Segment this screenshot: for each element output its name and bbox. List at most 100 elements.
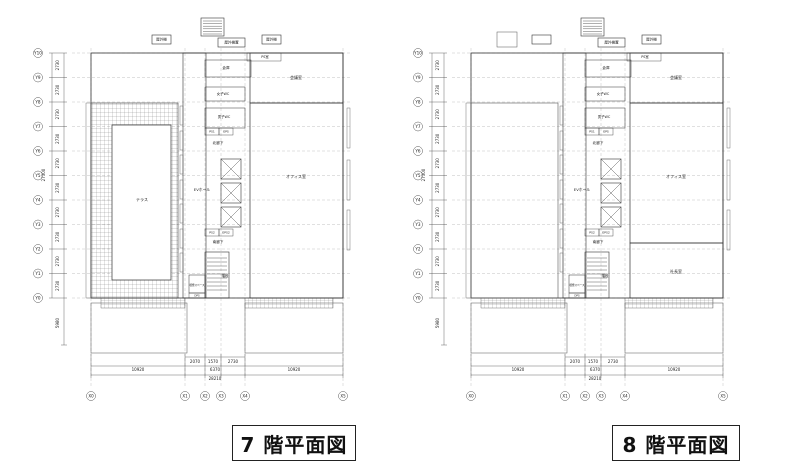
elevator-cross	[220, 182, 242, 204]
col-bubble-X4	[240, 391, 250, 401]
west-wall-strip	[465, 102, 472, 299]
elevator-2	[600, 182, 622, 204]
core-window-4	[559, 203, 564, 224]
core-window-6	[179, 252, 184, 273]
core-window-5	[179, 228, 184, 249]
row-dim-9: 2730	[55, 280, 60, 291]
col-bubble-X2	[580, 391, 590, 401]
ps1-label: PS1	[209, 130, 215, 134]
row-label-Y7: Y7	[414, 124, 421, 129]
warehouse-label: 倉庫	[602, 65, 610, 70]
row-bubble-Y0	[413, 293, 423, 303]
row-label-Y0: Y0	[34, 295, 41, 300]
president-room-label: 社長室	[670, 268, 682, 274]
floor-7-title: 7 階平面図	[232, 425, 356, 461]
col-bubble-X2	[200, 391, 210, 401]
elevator-cross	[220, 206, 242, 228]
women-wc	[204, 86, 246, 102]
floor-plan-floor7: Y10Y9Y8Y7Y6Y5Y4Y3Y2Y1Y027302730273027302…	[33, 17, 351, 401]
row-label-Y1: Y1	[414, 271, 421, 276]
row-dim-3: 2730	[55, 133, 60, 144]
core-window-2	[559, 154, 564, 175]
dps-label: DPS	[194, 294, 200, 298]
row-dim-5: 2730	[435, 182, 440, 193]
south-corridor-label: 南廊下	[213, 239, 224, 244]
floor-plan-floor8: Y10Y9Y8Y7Y6Y5Y4Y3Y2Y1Y027302730273027302…	[413, 17, 731, 401]
ps1-label: PS1	[589, 130, 595, 134]
ps2-label: PS2	[589, 231, 595, 235]
row-bubble-Y7	[33, 121, 43, 132]
eps2-label: EPS2	[602, 231, 610, 235]
row-bubble-Y6	[413, 146, 423, 156]
side-dim-left: 10920	[132, 367, 145, 372]
col-bubble-X1	[560, 391, 570, 401]
row-dim-0: 2730	[435, 60, 440, 71]
outdoor-unit-left	[531, 34, 552, 45]
total-row-dim: 27300	[421, 168, 426, 181]
ps2-label: PS2	[209, 231, 215, 235]
terrace-label: テラス	[136, 196, 148, 202]
row-dim-3: 2730	[435, 133, 440, 144]
top-stair-box	[200, 17, 225, 37]
elevator-1	[220, 158, 242, 180]
north-corridor-label: 北廊下	[213, 140, 224, 145]
col-label-X4: X4	[242, 393, 248, 398]
col-label-X4: X4	[622, 393, 628, 398]
eps-label: EPS	[223, 130, 229, 134]
meeting-room-label: 会議室	[670, 74, 682, 80]
col-label-X3: X3	[218, 393, 224, 398]
col-label-X1: X1	[182, 393, 188, 398]
side-dim-left: 10920	[512, 367, 525, 372]
span-dim-2: 2730	[608, 359, 619, 364]
men-wc-label: 男子WC	[218, 114, 231, 119]
row-bubble-Y4	[413, 195, 423, 205]
balcony-left	[100, 297, 186, 309]
row-bubble-Y5	[413, 170, 423, 181]
row-bubble-Y9	[413, 72, 423, 83]
east-window-0	[726, 107, 731, 149]
col-label-X0: X0	[468, 393, 474, 398]
balcony-left	[480, 297, 566, 309]
smoking-area-label: 喫煙スペース	[189, 283, 205, 287]
east-window-1	[346, 159, 351, 201]
col-label-X5: X5	[340, 393, 346, 398]
mid-dim: 6370	[590, 367, 601, 372]
row-bubble-Y10	[413, 48, 423, 58]
elevator-cross	[220, 158, 242, 180]
ev-hall-label: EVホール	[194, 187, 211, 192]
row-dim-1: 2730	[435, 84, 440, 95]
row-label-Y1: Y1	[34, 271, 41, 276]
row-bubble-Y7	[413, 121, 423, 132]
row-bubble-Y5	[33, 170, 43, 181]
row-bubble-Y3	[33, 219, 43, 230]
mid-dim: 6370	[210, 367, 221, 372]
row-label-Y4: Y4	[414, 197, 421, 202]
elevator-2	[220, 182, 242, 204]
row-dim-6: 2730	[55, 207, 60, 218]
eps2-box	[218, 228, 234, 237]
women-wc-label: 女子WC	[597, 91, 610, 96]
row-bubble-Y10	[33, 48, 43, 58]
lower-roof-right	[624, 302, 724, 354]
row-bubble-Y1	[33, 268, 43, 279]
core-window-6	[559, 252, 564, 273]
floor-8-title: 8 階平面図	[612, 425, 740, 461]
row-label-Y5: Y5	[414, 173, 421, 178]
eps-box	[218, 127, 234, 136]
col-bubble-X5	[338, 391, 348, 401]
row-label-Y6: Y6	[414, 148, 421, 153]
row-label-Y7: Y7	[34, 124, 41, 129]
overall-dim: 28210	[589, 376, 602, 381]
row-label-Y8: Y8	[34, 99, 41, 104]
north-corridor-label: 北廊下	[593, 140, 604, 145]
ps-room	[626, 52, 662, 62]
east-window-1	[726, 159, 731, 201]
office-room	[629, 102, 724, 244]
east-window-0	[346, 107, 351, 149]
row-bubble-Y2	[413, 244, 423, 254]
row-bubble-Y1	[413, 268, 423, 279]
col-bubble-X3	[216, 391, 226, 401]
ps-room-label: PS室	[261, 54, 269, 59]
south-corridor-label: 南廊下	[593, 239, 604, 244]
